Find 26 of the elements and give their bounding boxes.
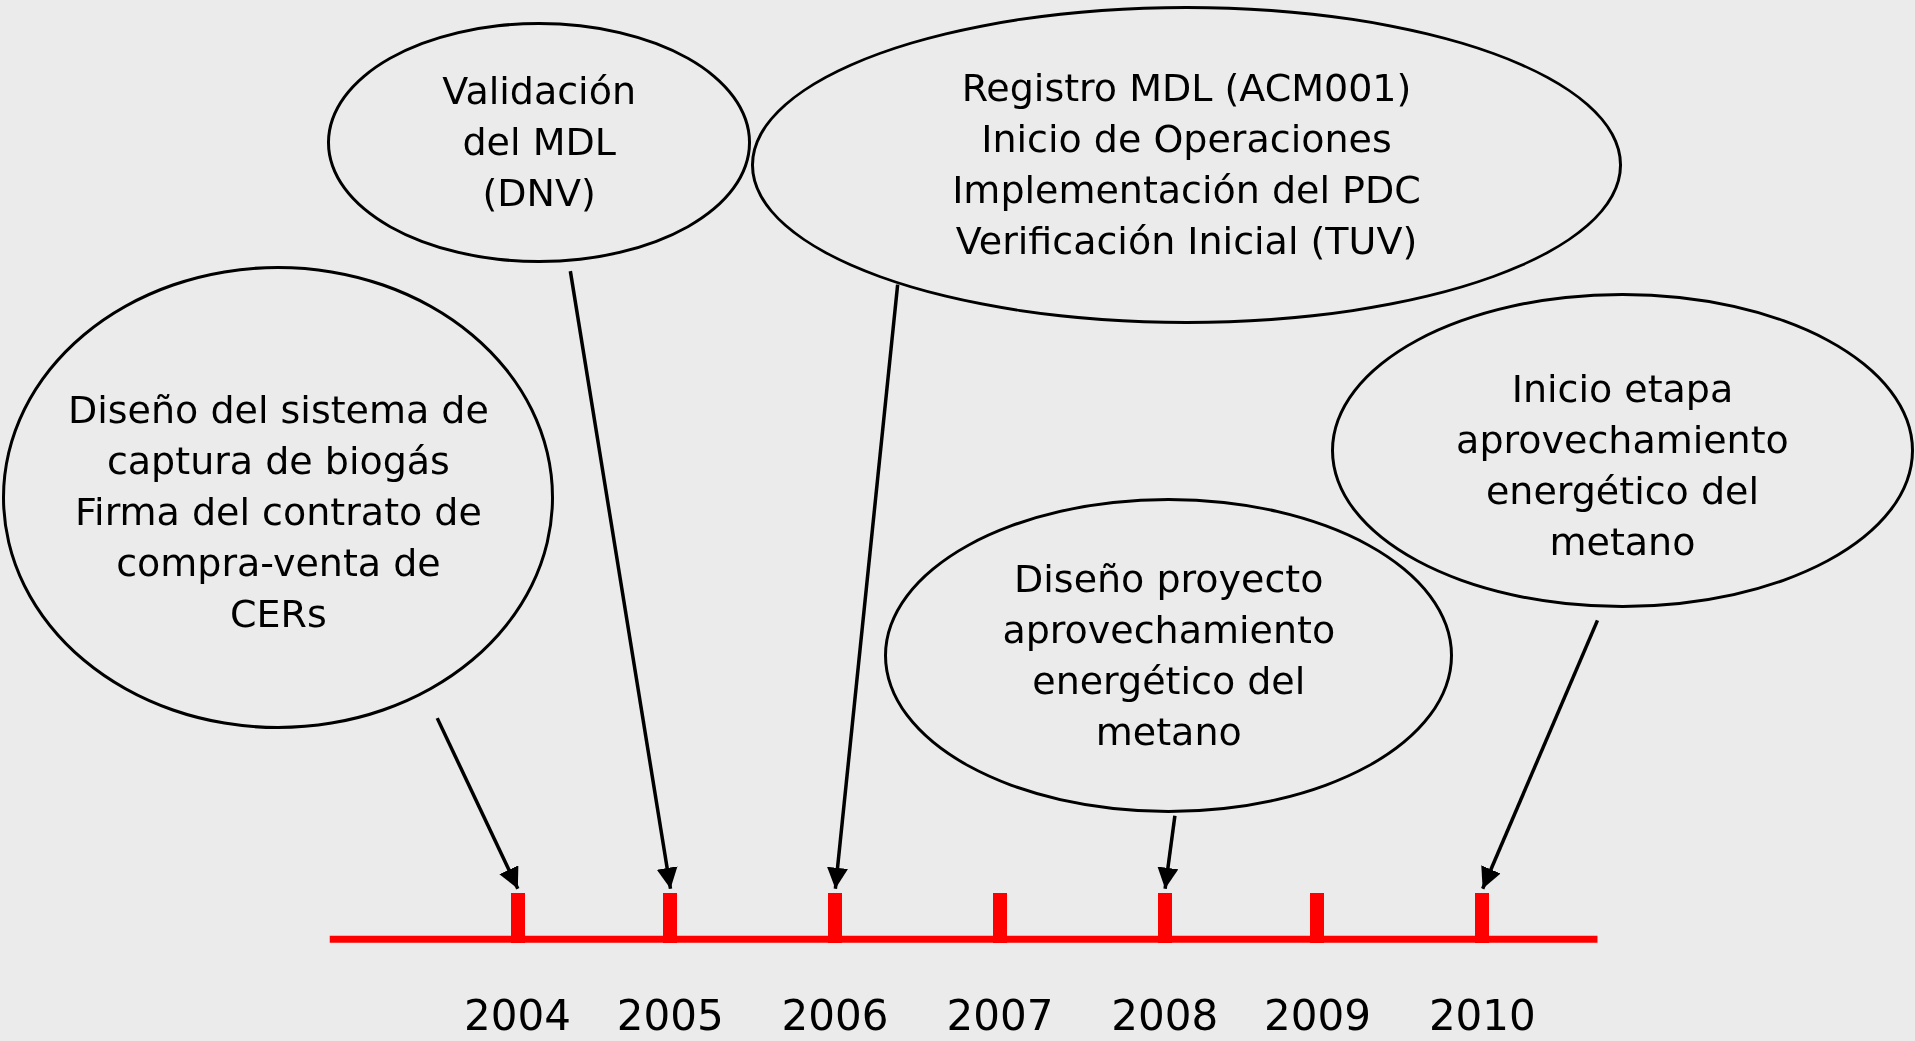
event-ellipse <box>751 6 1622 324</box>
year-label: 2008 <box>1111 990 1219 1040</box>
event-ellipse <box>1331 293 1914 609</box>
year-label: 2010 <box>1428 990 1536 1040</box>
year-label: 2006 <box>781 990 889 1040</box>
event-text: Diseño proyecto aprovechamiento energético del metano <box>1001 555 1337 756</box>
event-ellipse <box>2 266 555 730</box>
event-text: Diseño del sistema de captura de biogás <box>67 387 490 486</box>
year-label: 2005 <box>616 990 724 1040</box>
year-label: 2004 <box>464 990 571 1040</box>
arrow <box>827 284 900 889</box>
arrow <box>435 717 520 890</box>
arrow <box>1481 619 1600 890</box>
year-label: 2009 <box>1264 990 1371 1040</box>
event-text: Implementación del PDC <box>952 166 1421 214</box>
event-text: Registro MDL (ACM001) <box>961 64 1412 112</box>
year-label: 2007 <box>946 990 1054 1040</box>
event-text: Validación del MDL (DNV) <box>441 67 637 217</box>
arrow <box>568 270 678 890</box>
event-ellipse <box>327 21 752 263</box>
event-text: Inicio etapa aprovechamiento energético del metano <box>1455 365 1790 566</box>
event-text: Inicio de Operaciones <box>981 115 1392 163</box>
event-text: Verificación Inicial (TUV) <box>955 217 1418 265</box>
event-text: Firma del contrato de compra-venta de CERs <box>74 489 483 639</box>
event-ellipse <box>884 498 1454 814</box>
arrow <box>1157 815 1179 889</box>
